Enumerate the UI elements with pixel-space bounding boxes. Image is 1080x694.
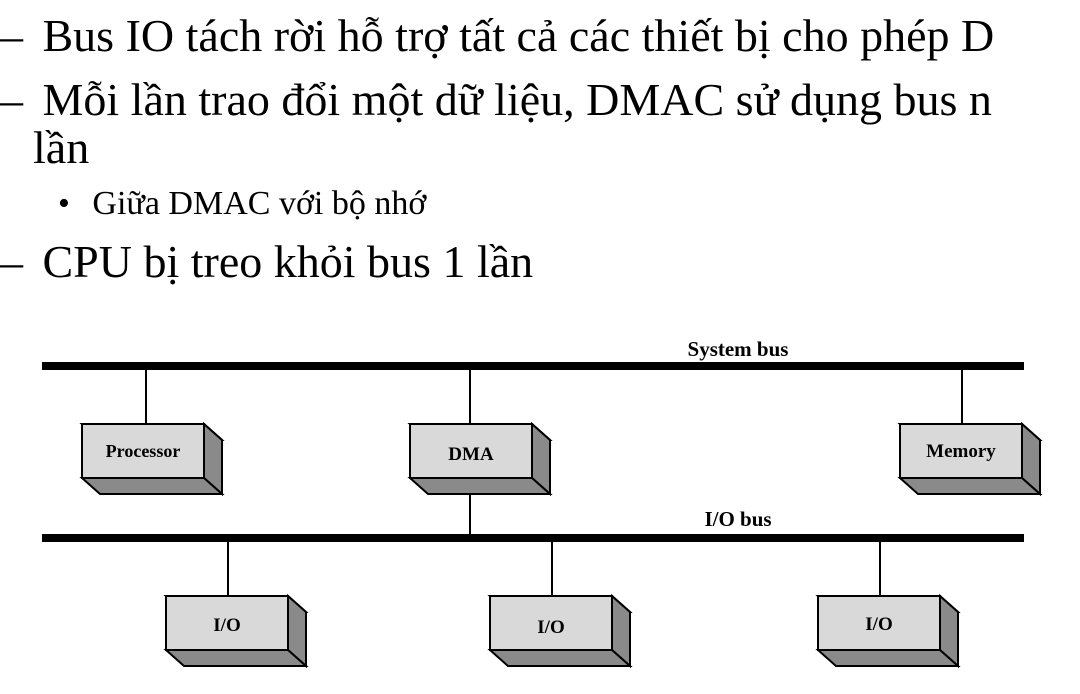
- bullet-text: CPU bị treo khỏi bus 1 lần: [42, 236, 534, 287]
- processor-box: Processor: [79, 421, 225, 497]
- bullet-marker: •: [58, 185, 70, 222]
- bullet-item-cpu-suspended: – CPU bị treo khỏi bus 1 lần: [0, 236, 533, 288]
- bullet-list: – Bus IO tách rời hỗ trợ tất cả các thiế…: [0, 0, 1080, 300]
- io-module-box-2: I/O: [487, 593, 633, 669]
- box-bottom: [897, 477, 1043, 495]
- io-label: I/O: [213, 615, 240, 636]
- box-face: [81, 423, 205, 479]
- dma-label: DMA: [448, 444, 494, 465]
- bullet-text: Giữa DMAC với bộ nhớ: [92, 185, 427, 222]
- io-label: I/O: [537, 617, 564, 638]
- bullet-text: Mỗi lần trao đổi một dữ liệu, DMAC sử dụ…: [42, 74, 992, 125]
- memory-label: Memory: [926, 441, 996, 462]
- io-bus-label: I/O bus: [704, 507, 771, 531]
- box-face: [899, 423, 1023, 479]
- bullet-marker: –: [0, 236, 23, 287]
- box-bottom: [487, 649, 633, 667]
- box-bottom: [407, 477, 553, 495]
- io-module-box-1: I/O: [163, 593, 309, 669]
- bullet-marker: –: [0, 10, 23, 61]
- bullet-marker: –: [0, 74, 23, 125]
- sub-bullet-dmac-memory: • Giữa DMAC với bộ nhớ: [58, 184, 426, 224]
- system-bus-label: System bus: [688, 337, 789, 361]
- dma-box: DMA: [407, 421, 553, 497]
- processor-label: Processor: [106, 441, 181, 461]
- system-bus-line: [42, 362, 1024, 370]
- bullet-text: lần: [33, 122, 90, 173]
- io-module-box-3: I/O: [815, 593, 961, 669]
- bullet-item-continuation: lần: [33, 122, 89, 174]
- bullet-item-dmac-bus-usage: – Mỗi lần trao đổi một dữ liệu, DMAC sử …: [0, 74, 992, 126]
- bullet-item-separate-io-bus: – Bus IO tách rời hỗ trợ tất cả các thiế…: [0, 10, 994, 62]
- box-face: [489, 595, 613, 651]
- io-label: I/O: [865, 614, 892, 635]
- box-face: [817, 595, 941, 651]
- io-bus-line: [42, 534, 1024, 542]
- box-bottom: [815, 649, 961, 667]
- box-bottom: [163, 649, 309, 667]
- box-face: [165, 595, 289, 651]
- box-face: [409, 423, 533, 479]
- memory-box: Memory: [897, 421, 1043, 497]
- bullet-text: Bus IO tách rời hỗ trợ tất cả các thiết …: [42, 10, 995, 61]
- box-bottom: [79, 477, 225, 495]
